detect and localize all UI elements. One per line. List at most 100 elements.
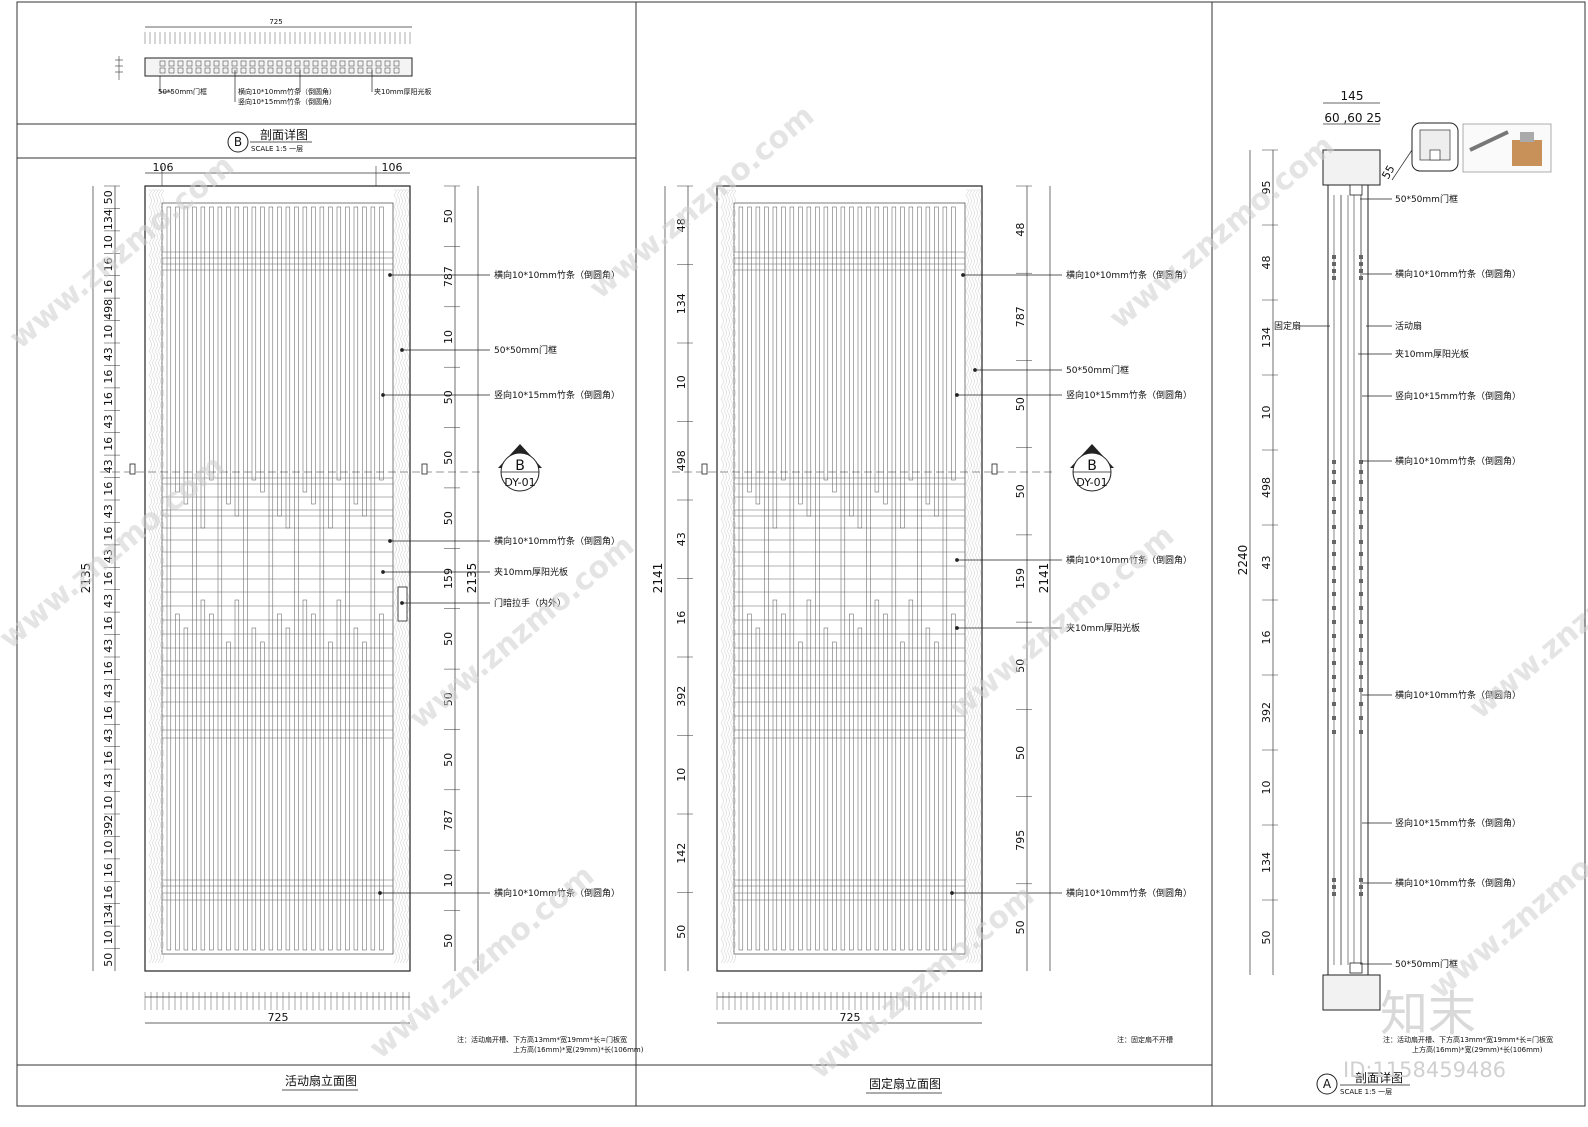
- vertical-slat: [209, 206, 214, 481]
- panel-active-callout-3: 竖向10*15mm竹条（倒圆角）: [494, 389, 620, 401]
- vertical-slat: [319, 206, 325, 951]
- section-b-slat: [195, 60, 202, 67]
- vertical-slat: [806, 599, 812, 951]
- section-a-block: [1359, 566, 1363, 570]
- dimension-label: 48: [675, 218, 688, 232]
- vertical-slat: [166, 206, 172, 951]
- section-a-block: [1359, 675, 1363, 679]
- section-a-block: [1359, 470, 1363, 474]
- panel-fixed-callout-2: 50*50mm门框: [1066, 364, 1129, 376]
- section-a-block: [1359, 497, 1363, 501]
- vertical-slat: [311, 613, 316, 951]
- section-b-slat: [249, 67, 256, 74]
- vertical-slat: [925, 627, 931, 951]
- vertical-slat: [260, 206, 265, 493]
- grain-line-right: [396, 189, 400, 964]
- dimension-label: 43: [1260, 556, 1273, 570]
- section-b-slat: [186, 60, 193, 67]
- vertical-slat: [900, 641, 905, 951]
- section-a-block: [1332, 269, 1336, 273]
- section-a-note-1: 注：活动扇开槽、下方高13mm*宽19mm*长=门板宽: [1383, 1035, 1553, 1044]
- dimension-label: 392: [675, 686, 688, 707]
- dimension-label: 787: [1014, 306, 1027, 327]
- section-b-slat: [330, 60, 337, 67]
- section-b-slat: [375, 67, 382, 74]
- section-a-block: [1332, 892, 1336, 896]
- section-a-callout-4: 夹10mm厚阳光板: [1395, 348, 1469, 360]
- dimension-label: 43: [102, 594, 115, 608]
- panel-fixed-callout-5: 夹10mm厚阳光板: [1066, 622, 1140, 634]
- vertical-slat: [755, 206, 761, 505]
- panel-fixed-callout-3: 竖向10*15mm竹条（倒圆角）: [1066, 389, 1192, 401]
- dimension-label: 43: [102, 459, 115, 473]
- panel-fixed-right-overall: 2141: [1037, 563, 1051, 594]
- vertical-slat: [934, 641, 939, 951]
- vertical-slat: [183, 206, 189, 505]
- section-a-block: [1332, 688, 1336, 692]
- dimension-label: 134: [102, 904, 115, 925]
- grain-line-right: [405, 189, 409, 964]
- vertical-slat: [781, 206, 786, 481]
- panel-fixed-callout-1: 横向10*10mm竹条（倒圆角）: [1066, 269, 1192, 281]
- vertical-slat: [908, 599, 914, 951]
- grain-line-left: [729, 189, 733, 964]
- dimension-label: 50: [1014, 746, 1027, 760]
- dimension-label: 787: [442, 266, 455, 287]
- vertical-slat: [764, 206, 769, 951]
- vertical-slat: [823, 206, 829, 481]
- vertical-slat: [200, 599, 206, 951]
- dimension-label: 498: [1260, 477, 1273, 498]
- panel-active-overall-width: 725: [268, 1011, 289, 1024]
- dimension-label: 10: [442, 873, 455, 887]
- dimension-label: 16: [102, 370, 115, 384]
- section-a-block: [1332, 470, 1336, 474]
- section-b-slat: [366, 60, 373, 67]
- grain-line-left: [157, 189, 161, 964]
- panel-active-note-2: 上方高(16mm)*宽(29mm)*长(106mm): [513, 1045, 644, 1054]
- dimension-label: 10: [102, 930, 115, 944]
- section-b-slat: [276, 60, 283, 67]
- panel-active-tag-ref: DY-01: [504, 476, 535, 489]
- dimension-label: 50: [675, 925, 688, 939]
- dimension-label: 50: [102, 953, 115, 967]
- section-a-callout-9: 横向10*10mm竹条（倒圆角）: [1395, 877, 1521, 889]
- section-a-block: [1332, 716, 1336, 720]
- section-b-slat: [258, 67, 265, 74]
- section-b-slat: [393, 60, 400, 67]
- vertical-slat: [883, 613, 888, 951]
- vertical-slat: [849, 613, 854, 951]
- section-a-block: [1332, 620, 1336, 624]
- dimension-label: 50: [1014, 920, 1027, 934]
- panel-active-callout-6: 门暗拉手（内外）: [494, 597, 566, 609]
- section-a-callout-1: 50*50mm门框: [1395, 193, 1458, 205]
- panel-active-tag-letter: B: [515, 458, 525, 474]
- section-b-label-panel: 夹10mm厚阳光板: [374, 87, 432, 96]
- dimension-label: 50: [1260, 931, 1273, 945]
- vertical-slat: [183, 627, 189, 951]
- section-a-block: [1359, 648, 1363, 652]
- vertical-slat: [747, 613, 752, 951]
- vertical-slat: [951, 613, 956, 951]
- vertical-slat: [772, 599, 778, 951]
- panel-active-hbars: [162, 251, 393, 901]
- section-b-slat: [330, 67, 337, 74]
- section-b-slat: [222, 60, 229, 67]
- section-a-block: [1332, 878, 1336, 882]
- section-b-slat: [312, 60, 319, 67]
- section-b-label-horizontal: 横向10*10mm竹条（倒圆角）: [238, 87, 336, 96]
- dimension-label: 134: [675, 293, 688, 314]
- dimension-label: 50: [442, 632, 455, 646]
- panel-fixed-tag-letter: B: [1087, 458, 1097, 474]
- vertical-slat: [260, 641, 265, 951]
- section-a-block: [1359, 702, 1363, 706]
- section-b-slat: [339, 67, 346, 74]
- section-b-slat: [231, 60, 238, 67]
- dimension-label: 10: [102, 841, 115, 855]
- dimension-label: 43: [102, 549, 115, 563]
- panel-fixed-hbars: [734, 251, 965, 901]
- dimension-label: 134: [1260, 327, 1273, 348]
- section-a-block: [1332, 634, 1336, 638]
- section-b-slat: [195, 67, 202, 74]
- dimension-label: 10: [102, 325, 115, 339]
